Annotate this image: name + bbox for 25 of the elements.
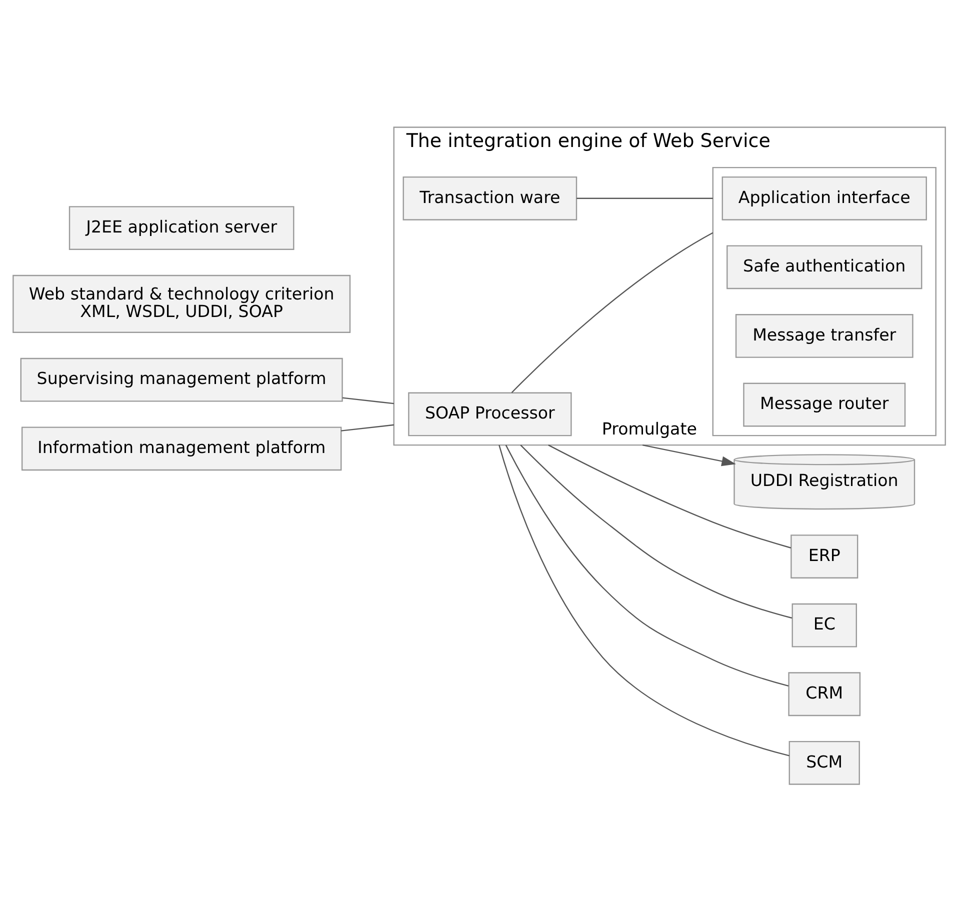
node-box: J2EE application server xyxy=(68,206,294,250)
node-box: Safe authentication xyxy=(726,245,922,290)
node-box: Information management platform xyxy=(21,426,342,471)
connector xyxy=(576,198,713,199)
connector xyxy=(505,444,789,687)
node-box: SCM xyxy=(788,740,860,785)
connector xyxy=(342,397,394,404)
node-box: CRM xyxy=(788,672,861,716)
connector xyxy=(511,232,714,394)
connector xyxy=(341,424,394,432)
node-box: EC xyxy=(792,603,857,648)
node-box: Message router xyxy=(743,382,906,427)
connector xyxy=(520,444,792,619)
connector xyxy=(498,444,790,756)
node-box: Message transfer xyxy=(735,314,914,358)
node-box: Web standard & technology criterion XML, WSDL, UDDI, SOAP xyxy=(12,274,351,333)
node-box: ERP xyxy=(790,534,858,578)
node-box: Application interface xyxy=(722,176,927,220)
edge-label: Promulgate xyxy=(602,420,697,439)
connector xyxy=(548,444,792,548)
node-box: Supervising management platform xyxy=(20,358,343,402)
cluster xyxy=(712,166,936,436)
arrow xyxy=(642,444,736,466)
node-box: SOAP Processor xyxy=(408,392,572,436)
node-box: Transaction ware xyxy=(402,176,578,220)
